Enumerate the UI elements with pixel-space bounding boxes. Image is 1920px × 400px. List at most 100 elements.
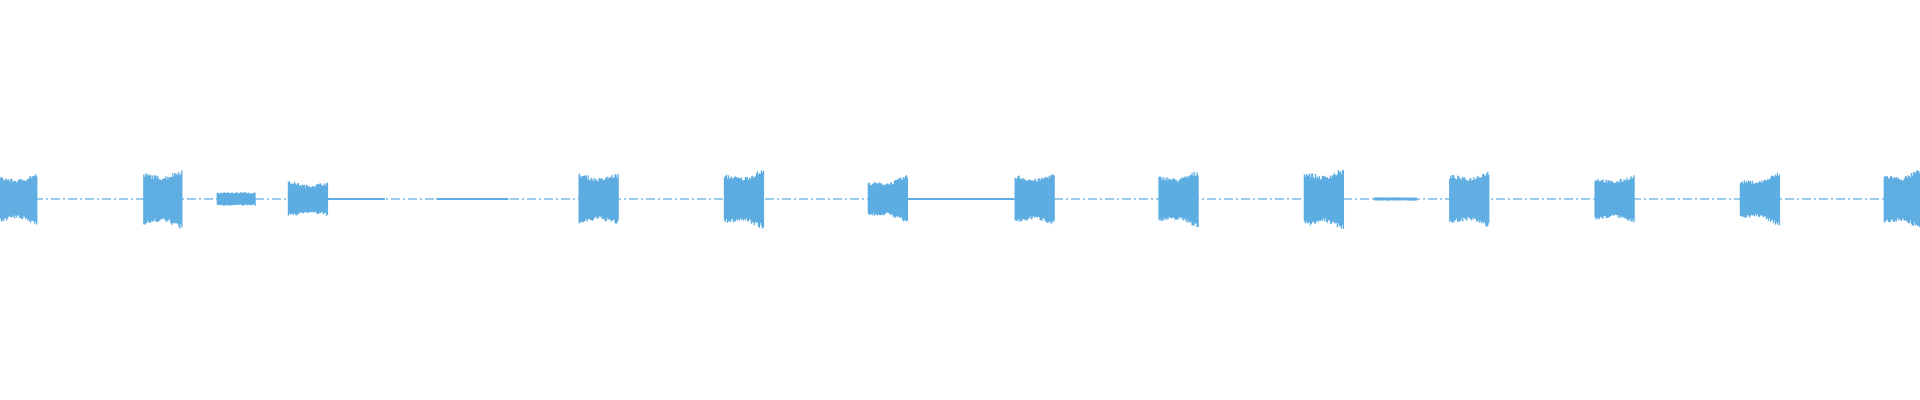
waveform-sample xyxy=(1618,182,1620,216)
waveform-sample xyxy=(1888,178,1890,223)
waveform-sample xyxy=(1173,178,1175,218)
waveform-sample xyxy=(1159,176,1161,219)
waveform-sample xyxy=(901,179,904,220)
waveform-sample xyxy=(166,179,168,221)
waveform-sample xyxy=(158,180,160,222)
waveform-sample xyxy=(1337,170,1340,224)
waveform-bursts xyxy=(0,169,1920,229)
waveform-sample xyxy=(723,177,726,221)
waveform-sample xyxy=(1170,180,1172,219)
waveform-sample xyxy=(170,176,172,223)
waveform-sample xyxy=(1632,177,1634,220)
waveform-sample xyxy=(36,176,38,225)
waveform-sample xyxy=(302,185,305,214)
waveform-sample xyxy=(725,174,728,219)
waveform-sample xyxy=(317,184,320,214)
waveform-sample xyxy=(14,180,16,219)
waveform-sample xyxy=(742,180,745,221)
waveform-sample xyxy=(24,180,26,217)
waveform-sample xyxy=(311,185,314,212)
waveform-sample xyxy=(1449,178,1451,222)
waveform-sample xyxy=(10,179,12,217)
waveform-sample xyxy=(1162,176,1164,221)
waveform-sample xyxy=(1047,178,1049,223)
waveform-sample xyxy=(736,177,739,221)
waveform-sample xyxy=(318,183,321,213)
waveform-sample xyxy=(1029,179,1031,216)
waveform-sample xyxy=(1477,175,1479,222)
waveform-sample xyxy=(5,178,7,219)
waveform-sample xyxy=(1911,176,1913,226)
waveform-sample xyxy=(1316,176,1319,221)
waveform-sample xyxy=(1453,175,1455,223)
waveform-sample xyxy=(1158,176,1160,221)
waveform-sample xyxy=(581,176,583,223)
waveform-sample xyxy=(1468,181,1470,219)
waveform-sample xyxy=(746,177,749,222)
waveform-sample xyxy=(1620,179,1622,217)
waveform-sample xyxy=(1769,178,1772,222)
waveform-sample xyxy=(615,175,617,224)
waveform-sample xyxy=(1899,180,1901,221)
waveform-sample xyxy=(582,176,584,223)
waveform-sample xyxy=(1627,180,1629,221)
waveform-sample xyxy=(1046,176,1048,223)
waveform-sample xyxy=(1918,173,1920,227)
waveform-sample xyxy=(730,176,733,220)
waveform-sample xyxy=(1606,182,1608,218)
waveform-sample xyxy=(6,179,8,221)
waveform-sample xyxy=(759,173,762,224)
waveform-sample xyxy=(1615,182,1617,215)
waveform-sample xyxy=(1309,177,1312,226)
waveform-sample xyxy=(1184,176,1186,219)
waveform-sample xyxy=(594,180,596,218)
waveform-sample xyxy=(1487,171,1489,227)
waveform-sample xyxy=(1739,183,1742,217)
waveform-sample xyxy=(1772,176,1775,223)
waveform-sample xyxy=(1754,183,1757,214)
waveform-sample xyxy=(1164,178,1166,220)
waveform-sample xyxy=(1776,172,1779,225)
waveform-sample xyxy=(883,185,886,215)
waveform-sample xyxy=(1473,177,1475,220)
waveform-sample xyxy=(880,183,883,216)
waveform-sample xyxy=(743,179,746,219)
waveform-sample xyxy=(1759,182,1762,216)
waveform-sample xyxy=(587,175,589,220)
waveform-sample xyxy=(585,175,587,219)
waveform-sample xyxy=(881,185,884,215)
waveform-sample xyxy=(1482,174,1484,222)
waveform-sample xyxy=(751,175,754,223)
waveform-low-segment xyxy=(325,198,386,200)
waveform-sample xyxy=(1451,177,1453,223)
waveform-sample xyxy=(152,175,154,222)
waveform-sample xyxy=(310,187,313,213)
waveform-sample xyxy=(11,178,13,218)
waveform-sample xyxy=(897,178,900,217)
waveform-sample xyxy=(27,178,29,221)
waveform-sample xyxy=(1603,182,1605,216)
waveform-sample xyxy=(23,179,25,217)
waveform-sample xyxy=(1471,180,1473,221)
waveform-sample xyxy=(299,185,302,213)
waveform-sample xyxy=(144,176,146,225)
waveform-sample xyxy=(1486,173,1488,227)
waveform-sample xyxy=(1768,179,1771,218)
waveform-sample xyxy=(738,178,741,221)
waveform-burst xyxy=(578,173,619,224)
waveform-sample xyxy=(1317,178,1320,223)
waveform-sample xyxy=(1762,180,1765,218)
waveform-sample xyxy=(578,173,580,224)
waveform-sample xyxy=(296,183,299,215)
waveform-sample xyxy=(868,182,871,215)
waveform-sample xyxy=(16,182,18,218)
waveform-sample xyxy=(1053,175,1055,222)
waveform-sample xyxy=(1187,177,1189,223)
waveform-sample xyxy=(1485,175,1487,226)
waveform-burst xyxy=(0,174,38,225)
waveform-sample xyxy=(1885,176,1887,221)
waveform-sample xyxy=(26,180,28,219)
waveform-sample xyxy=(1305,173,1308,222)
waveform-sample xyxy=(1183,177,1185,220)
waveform-sample xyxy=(1764,180,1767,217)
